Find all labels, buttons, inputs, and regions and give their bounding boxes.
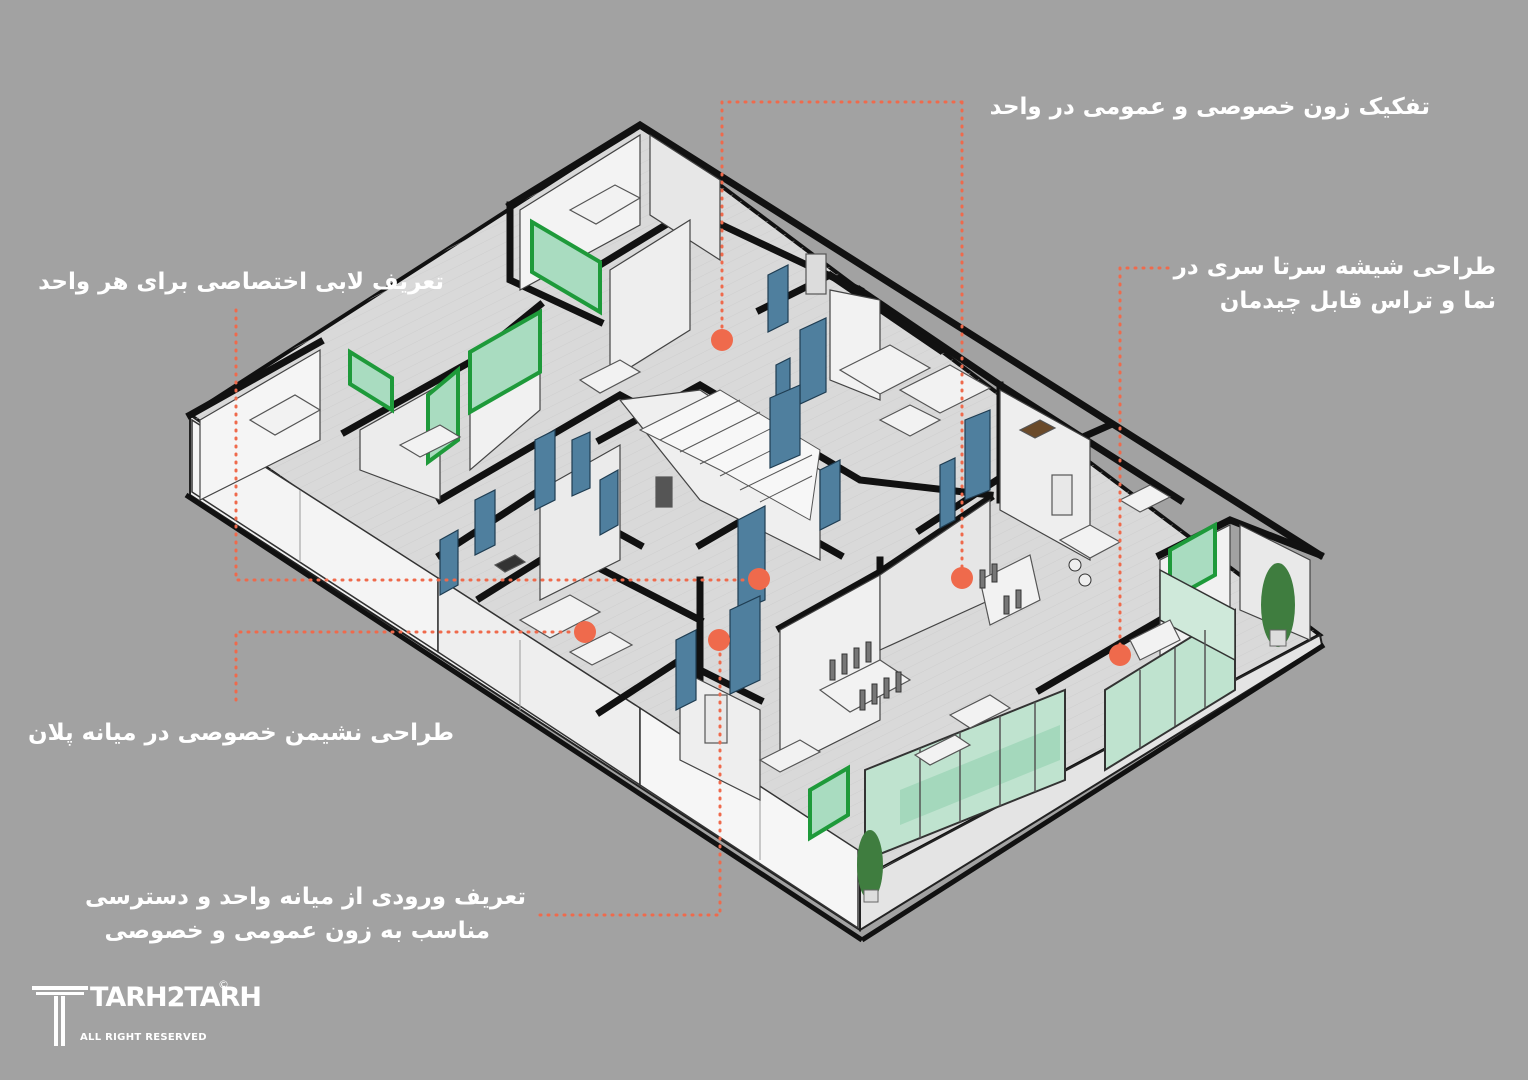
logo-tagline: ALL RIGHT RESERVED xyxy=(80,1032,207,1043)
leader-sitting xyxy=(234,630,587,702)
column-logo-icon xyxy=(32,986,88,1046)
annotation-entry: تعریف ورودی از میانه واحد و دسترسی مناسب… xyxy=(80,880,526,948)
marker-entry xyxy=(708,629,730,651)
annotation-sitting-text: طراحی نشیمن خصوصی در میانه پلان xyxy=(27,720,454,746)
brand-logo: TARH2TARH ALL RIGHT RESERVED © xyxy=(30,978,262,1052)
marker-lobby xyxy=(748,568,770,590)
marker-glass xyxy=(1109,644,1131,666)
glazing xyxy=(348,218,1236,862)
leader-lobby xyxy=(234,308,760,582)
staircase xyxy=(638,389,821,521)
callout-leaders xyxy=(234,100,1170,917)
callout-markers xyxy=(574,329,1131,666)
doors xyxy=(439,264,991,711)
logo-wordmark: TARH2TARH xyxy=(90,982,262,1013)
copyright-symbol: © xyxy=(218,978,229,991)
marker-sitting xyxy=(574,621,596,643)
marker-zones-2 xyxy=(951,567,973,589)
annotation-zones: تفکیک زون خصوصی و عمومی در واحد xyxy=(990,90,1430,124)
annotation-lobby-text: تعریف لابی اختصاصی برای هر واحد xyxy=(38,269,444,295)
dining-chairs xyxy=(829,558,1092,711)
annotation-glass: طراحی شیشه سرتا سری در نما و تراس قابل چ… xyxy=(1160,250,1496,318)
leader-glass xyxy=(1118,266,1170,657)
annotation-entry-line1: تعریف ورودی از میانه واحد و دسترسی xyxy=(84,884,526,910)
marker-zones xyxy=(711,329,733,351)
plants xyxy=(857,563,1295,903)
annotation-glass-line1: طراحی شیشه سرتا سری در xyxy=(1173,254,1496,280)
annotation-glass-line2: نما و تراس قابل چیدمان xyxy=(1219,288,1496,314)
furniture xyxy=(248,184,1181,773)
annotation-zones-text: تفکیک زون خصوصی و عمومی در واحد xyxy=(989,94,1430,120)
annotation-entry-line2: مناسب به زون عمومی و خصوصی xyxy=(104,918,490,944)
leader-zones xyxy=(720,100,964,342)
annotation-lobby: تعریف لابی اختصاصی برای هر واحد xyxy=(38,265,444,299)
annotation-sitting: طراحی نشیمن خصوصی در میانه پلان xyxy=(27,716,454,750)
